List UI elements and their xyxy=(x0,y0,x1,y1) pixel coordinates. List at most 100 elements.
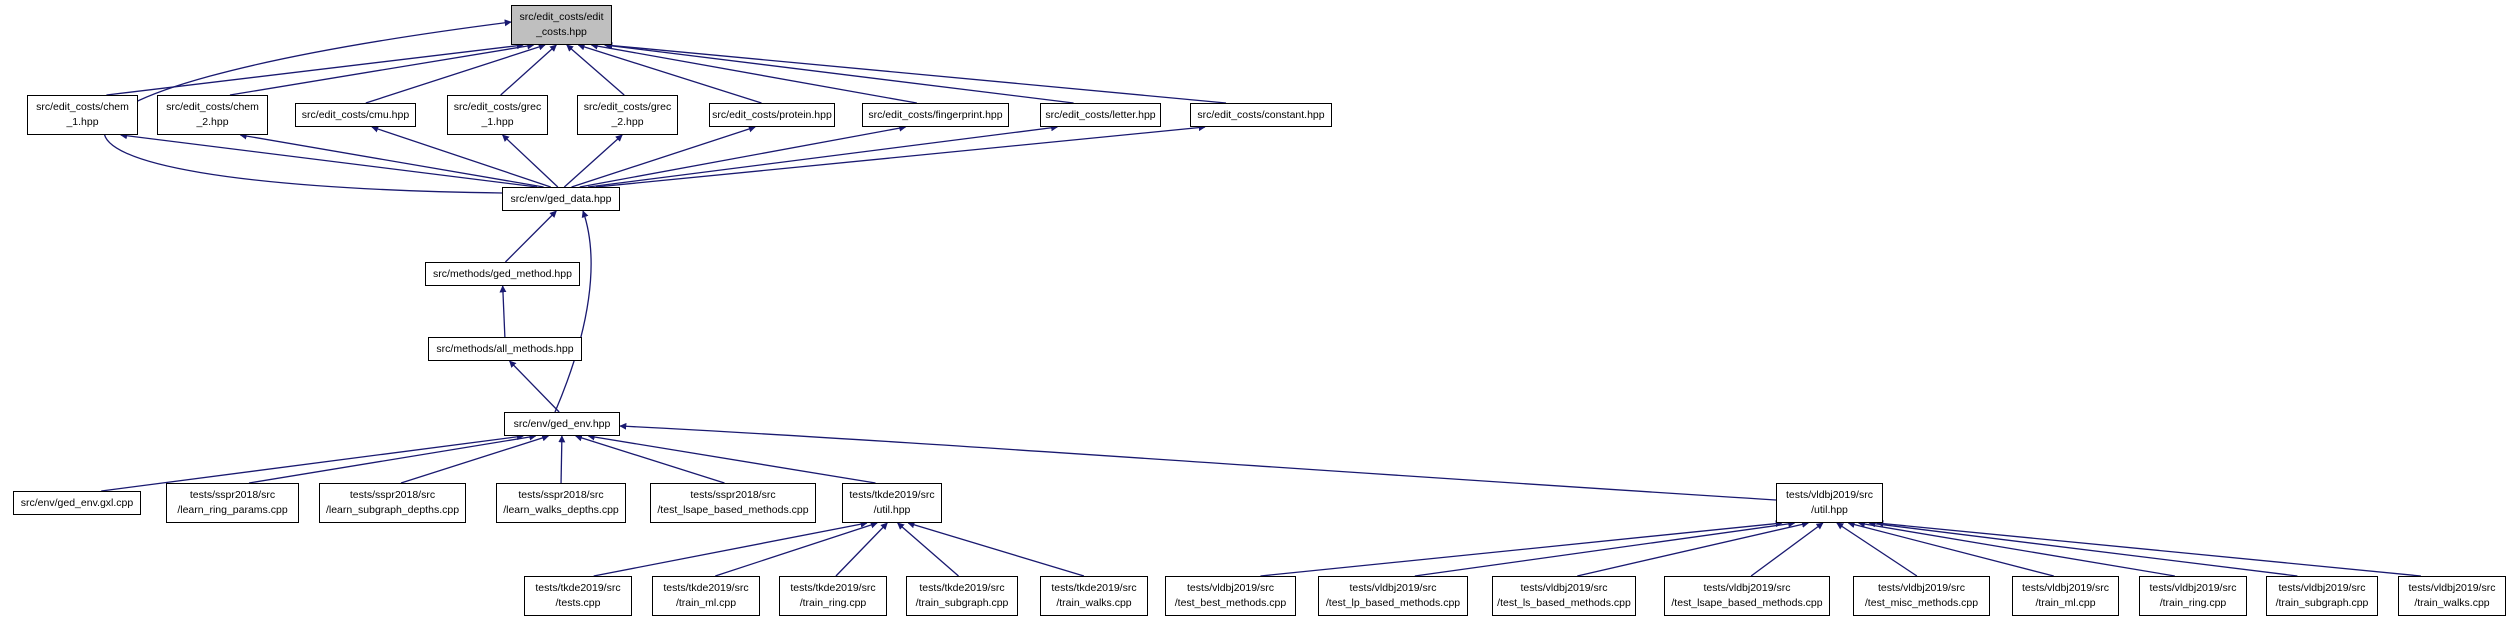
node-label-line: tests/sspr2018/src xyxy=(518,489,604,501)
node-label-line: /train_subgraph.cpp xyxy=(915,597,1009,609)
node-fingerprint[interactable]: src/edit_costs/fingerprint.hpp xyxy=(862,103,1009,127)
node-tkde-util[interactable]: tests/tkde2019/src/util.hpp xyxy=(842,483,942,523)
node-vldbj-lsape[interactable]: tests/vldbj2019/src/test_lsape_based_met… xyxy=(1664,576,1830,616)
node-label-line: /test_lsape_based_methods.cpp xyxy=(1671,597,1823,609)
node-label-line: /train_ml.cpp xyxy=(675,597,737,609)
node-label-line: _2.hpp xyxy=(611,116,644,128)
node-ged-data[interactable]: src/env/ged_data.hpp xyxy=(502,187,620,211)
node-vldbj-train-subgraph[interactable]: tests/vldbj2019/src/train_subgraph.cpp xyxy=(2266,576,2378,616)
edge-ged-data-to-grec2 xyxy=(563,134,623,188)
node-label-line: src/edit_costs/chem xyxy=(36,101,129,113)
edge-all-methods-to-ged-method xyxy=(499,285,507,338)
node-ged-method[interactable]: src/methods/ged_method.hpp xyxy=(425,262,580,286)
node-label-line: /learn_ring_params.cpp xyxy=(177,504,288,516)
edge-protein-to-root xyxy=(577,43,762,104)
node-label-line: src/edit_costs/edit xyxy=(519,11,604,23)
node-tkde-train-subgraph[interactable]: tests/tkde2019/src/train_subgraph.cpp xyxy=(906,576,1018,616)
node-grec2[interactable]: src/edit_costs/grec _2.hpp xyxy=(577,95,678,135)
edge-constant-to-root xyxy=(605,42,1227,104)
edge-vldbj-ls-to-vldbj-util xyxy=(1577,520,1809,577)
node-label-line: /util.hpp xyxy=(873,504,911,516)
node-ssrp-walks[interactable]: tests/sspr2018/src/learn_walks_depths.cp… xyxy=(496,483,626,523)
node-vldbj-train-ring[interactable]: tests/vldbj2019/src/train_ring.cpp xyxy=(2139,576,2247,616)
node-vldbj-train-ml[interactable]: tests/vldbj2019/src/train_ml.cpp xyxy=(2012,576,2119,616)
node-ssrp-lsape[interactable]: tests/sspr2018/src/test_lsape_based_meth… xyxy=(650,483,816,523)
edge-fingerprint-to-root xyxy=(590,42,917,104)
edge-vldbj-lp-to-vldbj-util xyxy=(1414,520,1796,577)
node-label-line: _costs.hpp xyxy=(536,26,587,38)
node-label-line: /learn_subgraph_depths.cpp xyxy=(325,504,460,516)
edge-ged-data-to-letter xyxy=(587,124,1059,188)
node-tkde-train-walks[interactable]: tests/tkde2019/src/train_walks.cpp xyxy=(1040,576,1148,616)
node-vldbj-train-walks[interactable]: tests/vldbj2019/src/train_walks.cpp xyxy=(2398,576,2506,616)
node-label-line: /test_lsape_based_methods.cpp xyxy=(657,504,809,516)
edge-ged-env-to-ged-data xyxy=(554,210,592,413)
node-label-line: tests/vldbj2019/src xyxy=(2278,582,2366,594)
node-label-line: _2.hpp xyxy=(196,116,229,128)
edge-letter-to-root xyxy=(603,42,1074,104)
edge-tkde-util-to-ged-env xyxy=(587,433,876,484)
node-label-line: tests/vldbj2019/src xyxy=(2022,582,2109,594)
node-label-line: tests/sspr2018/src xyxy=(349,489,436,501)
node-letter[interactable]: src/edit_costs/letter.hpp xyxy=(1040,103,1161,127)
node-label-line: /util.hpp xyxy=(1811,504,1848,516)
edge-ssrp-walks-to-ged-env xyxy=(558,435,566,484)
edge-ged-data-to-constant xyxy=(595,124,1206,188)
edge-vldbj-misc-to-vldbj-util xyxy=(1836,522,1918,577)
edge-tkde-train-subgraph-to-tkde-util xyxy=(897,522,959,577)
node-all-methods[interactable]: src/methods/all_methods.hpp xyxy=(428,337,582,361)
edge-vldbj-train-ring-to-vldbj-util xyxy=(1857,520,2175,577)
node-label-line: src/edit_costs/grec xyxy=(583,101,672,113)
node-ssrp-subgraph[interactable]: tests/sspr2018/src/learn_subgraph_depths… xyxy=(319,483,466,523)
node-tkde-train-ml[interactable]: tests/tkde2019/src/train_ml.cpp xyxy=(652,576,760,616)
node-label-line: tests/vldbj2019/src xyxy=(1878,582,1965,594)
node-label-line: tests/vldbj2019/src xyxy=(2408,582,2496,594)
node-label-line: /test_misc_methods.cpp xyxy=(1864,597,1979,609)
edge-vldbj-best-to-vldbj-util xyxy=(1260,520,1783,577)
node-vldbj-misc[interactable]: tests/vldbj2019/src/test_misc_methods.cp… xyxy=(1853,576,1990,616)
node-label-line: src/edit_costs/cmu.hpp xyxy=(301,108,410,121)
node-label-line: tests/sspr2018/src xyxy=(189,489,276,501)
node-label-line: src/edit_costs/protein.hpp xyxy=(712,108,832,121)
node-label-line: tests/tkde2019/src xyxy=(919,582,1005,594)
node-label-line: /train_walks.cpp xyxy=(1056,597,1132,609)
node-tkde-train-ring[interactable]: tests/tkde2019/src/train_ring.cpp xyxy=(779,576,887,616)
node-label-line: _1.hpp xyxy=(66,116,99,128)
node-constant[interactable]: src/edit_costs/constant.hpp xyxy=(1190,103,1332,127)
node-ged-env-gxl[interactable]: src/env/ged_env.gxl.cpp xyxy=(13,491,141,515)
node-vldbj-util[interactable]: tests/vldbj2019/src/util.hpp xyxy=(1776,483,1883,523)
node-label-line: /test_best_methods.cpp xyxy=(1174,597,1287,609)
node-ssrp-ring[interactable]: tests/sspr2018/src/learn_ring_params.cpp xyxy=(166,483,299,523)
node-label-line: /train_ml.cpp xyxy=(2035,597,2096,609)
node-label-line: src/edit_costs/letter.hpp xyxy=(1045,108,1156,121)
node-vldbj-lp[interactable]: tests/vldbj2019/src/test_lp_based_method… xyxy=(1318,576,1468,616)
node-chem2[interactable]: src/edit_costs/chem _2.hpp xyxy=(157,95,268,135)
node-label-line: /tests.cpp xyxy=(555,597,601,609)
edge-tkde-tests-to-tkde-util xyxy=(593,520,868,577)
edge-ged-data-to-chem1 xyxy=(120,132,538,188)
node-grec1[interactable]: src/edit_costs/grec_1.hpp xyxy=(447,95,548,135)
node-chem1[interactable]: src/edit_costs/chem _1.hpp xyxy=(27,95,138,135)
edge-grec2-to-root xyxy=(566,44,625,96)
edge-tkde-train-ml-to-tkde-util xyxy=(715,521,878,577)
node-label-line: tests/tkde2019/src xyxy=(663,582,749,594)
node-label-line: tests/tkde2019/src xyxy=(849,489,935,501)
node-vldbj-best[interactable]: tests/vldbj2019/src/test_best_methods.cp… xyxy=(1165,576,1296,616)
node-cmu[interactable]: src/edit_costs/cmu.hpp xyxy=(295,103,416,127)
node-label-line: tests/vldbj2019/src xyxy=(1520,582,1608,594)
edge-ged-method-to-ged-data xyxy=(504,210,557,263)
edge-ged-data-to-cmu xyxy=(371,125,551,188)
edge-ssrp-subgraph-to-ged-env xyxy=(400,434,550,484)
node-protein[interactable]: src/edit_costs/protein.hpp xyxy=(709,103,835,127)
node-label-line: src/edit_costs/chem xyxy=(166,101,259,113)
node-ged-env[interactable]: src/env/ged_env.hpp xyxy=(504,412,620,436)
node-label-line: src/env/ged_env.hpp xyxy=(513,417,611,430)
node-label-line: tests/tkde2019/src xyxy=(535,582,621,594)
node-vldbj-ls[interactable]: tests/vldbj2019/src/test_ls_based_method… xyxy=(1492,576,1636,616)
node-label-line: tests/tkde2019/src xyxy=(790,582,876,594)
node-label-line: tests/sspr2018/src xyxy=(690,489,776,501)
edge-vldbj-util-to-ged-env xyxy=(619,422,1777,501)
edge-vldbj-train-subgraph-to-vldbj-util xyxy=(1868,520,2298,577)
node-tkde-tests[interactable]: tests/tkde2019/src/tests.cpp xyxy=(524,576,632,616)
